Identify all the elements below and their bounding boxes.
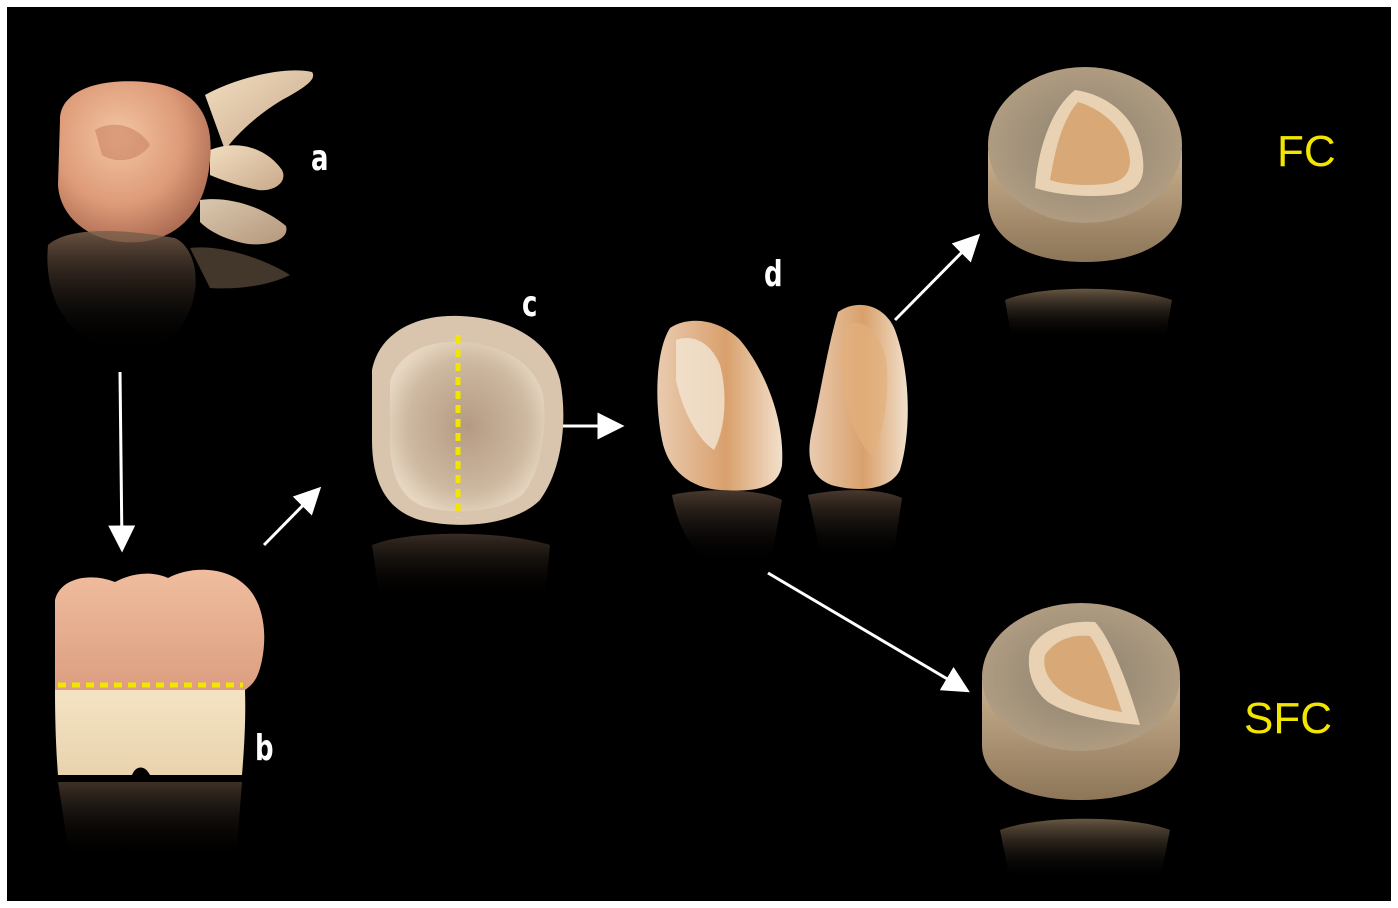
whole-molar-image (47, 70, 313, 352)
group-label-fc: FC (1277, 130, 1336, 174)
sfc-specimen-image (982, 603, 1180, 880)
panel-label-a: a (311, 141, 328, 177)
arrow-b-to-c (264, 490, 318, 545)
figure-scene (7, 7, 1391, 901)
tooth-halves-image (657, 305, 907, 565)
sectioned-crown-image (55, 570, 264, 860)
crown-cross-section-image (372, 316, 563, 600)
arrow-d-to-sfc (768, 573, 966, 690)
group-label-sfc: SFC (1244, 697, 1332, 741)
panel-label-c: c (522, 287, 537, 323)
panel-label-b: b (255, 731, 274, 767)
arrow-d-to-fc (895, 237, 977, 320)
fc-specimen-image (988, 67, 1182, 340)
arrow-a-to-b (120, 372, 122, 548)
panel-label-d: d (764, 257, 783, 293)
figure-frame: a b c d FC SFC (7, 7, 1391, 901)
